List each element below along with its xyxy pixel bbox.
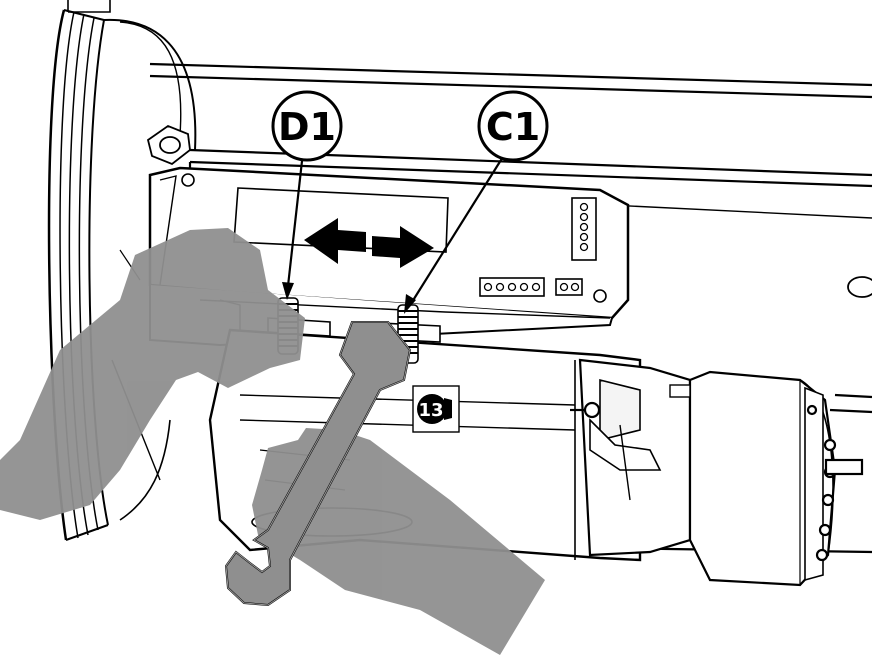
wrench-size-badge: 13 xyxy=(412,385,460,433)
callout-d1: D1 xyxy=(271,90,343,162)
terminal-contacts xyxy=(483,202,589,292)
leader-arrowheads xyxy=(282,282,416,314)
callout-leaders xyxy=(286,151,507,303)
callout-d1-label: D1 xyxy=(278,105,336,149)
hub-bolt xyxy=(146,124,191,166)
top-left-bracket xyxy=(67,0,111,13)
wrench xyxy=(224,321,412,607)
wrench-size-label: 13 xyxy=(418,400,443,421)
direction-arrows xyxy=(304,218,434,268)
drive-head xyxy=(669,370,864,587)
arrow-right-icon xyxy=(372,226,434,268)
arrow-left-icon xyxy=(304,218,366,264)
gearbox xyxy=(570,358,692,557)
callout-c1-label: C1 xyxy=(486,105,540,149)
callout-c1: C1 xyxy=(477,90,549,162)
